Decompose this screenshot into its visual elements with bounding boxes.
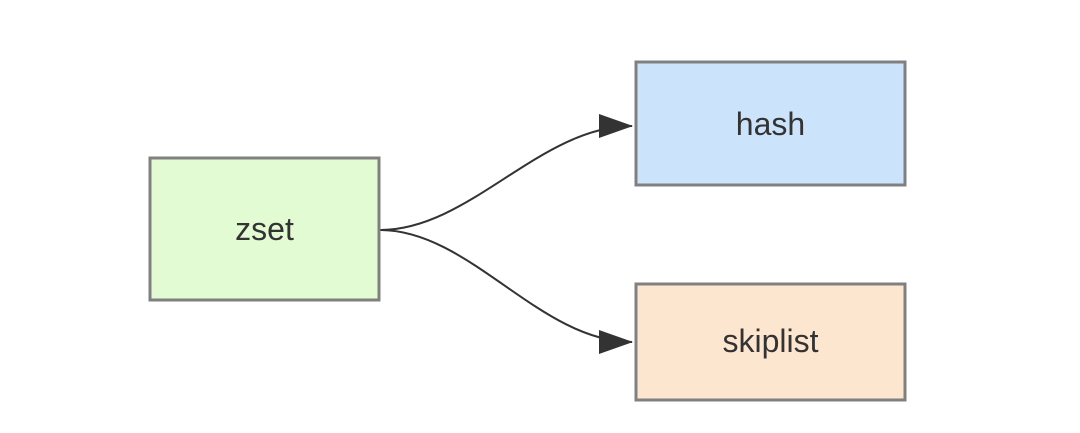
node-zset-label: zset [235, 211, 294, 247]
node-skiplist[interactable]: skiplist [634, 282, 907, 402]
node-zset[interactable]: zset [148, 156, 381, 302]
node-skiplist-label: skiplist [722, 323, 818, 359]
edge-zset-to-hash [379, 114, 633, 231]
node-hash-label: hash [736, 106, 805, 142]
node-hash[interactable]: hash [634, 60, 907, 187]
edge-zset-to-skiplist [379, 229, 633, 354]
node-zset-box [148, 156, 381, 302]
node-skiplist-box [634, 282, 907, 402]
node-hash-box [634, 60, 907, 187]
